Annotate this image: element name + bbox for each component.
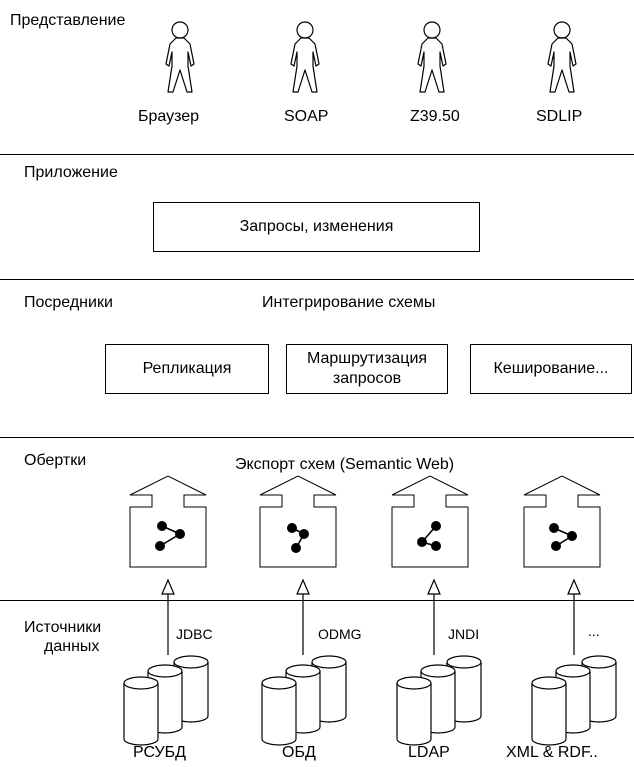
protocol-label-odmg: ODMG <box>318 626 362 642</box>
caching-label: Кеширование... <box>493 360 609 377</box>
database-cylinder-icon <box>123 655 209 746</box>
database-cylinder-icon <box>261 655 347 746</box>
db-label-odb: ОБД <box>282 744 316 761</box>
layer-title-application: Приложение <box>24 164 118 181</box>
actor-figure-icon <box>547 21 577 93</box>
actor-label-sdlip: SDLIP <box>536 108 583 125</box>
protocol-label-jdbc: JDBC <box>176 626 213 642</box>
up-arrow-icon <box>427 578 441 655</box>
layer-separator <box>0 279 634 280</box>
database-cylinder-icon <box>531 655 617 746</box>
replication-label: Репликация <box>142 360 232 377</box>
db-label-ldap: LDAP <box>408 744 450 761</box>
layer-separator <box>0 437 634 438</box>
database-cylinder-icon <box>396 655 482 746</box>
query-routing-label: Маршрутизация запросов <box>306 350 428 387</box>
requests-changes-label: Запросы, изменения <box>239 218 394 235</box>
layer-title-sources-line2: данных <box>44 638 100 655</box>
protocol-label-jndi: JNDI <box>448 626 480 642</box>
wrapper-icon <box>523 475 601 568</box>
actor-label-z3950: Z39.50 <box>410 108 460 125</box>
db-label-xml-rdf: XML & RDF.. <box>506 744 598 761</box>
up-arrow-icon <box>161 578 175 655</box>
actor-label-soap: SOAP <box>284 108 329 125</box>
layer-separator <box>0 154 634 155</box>
schema-export-label: Экспорт схем (Semantic Web) <box>235 456 455 473</box>
layer-separator <box>0 600 634 601</box>
schema-integration-label: Интегрирование схемы <box>262 294 436 311</box>
actor-figure-icon <box>417 21 447 93</box>
query-routing-box: Маршрутизация запросов <box>286 344 448 394</box>
wrapper-icon <box>391 475 469 568</box>
requests-changes-box: Запросы, изменения <box>153 202 480 252</box>
layer-title-wrappers: Обертки <box>24 452 87 469</box>
wrapper-icon <box>259 475 337 568</box>
caching-box: Кеширование... <box>470 344 632 394</box>
replication-box: Репликация <box>105 344 269 394</box>
actor-figure-icon <box>290 21 320 93</box>
protocol-label-more: ... <box>588 623 600 639</box>
layer-title-mediators: Посредники <box>24 294 113 311</box>
wrapper-icon <box>129 475 207 568</box>
actor-figure-icon <box>165 21 195 93</box>
db-label-rdbms: РСУБД <box>133 744 187 761</box>
actor-label-browser: Браузер <box>138 108 200 125</box>
up-arrow-icon <box>567 578 581 655</box>
layer-title-sources-line1: Источники <box>24 619 102 636</box>
up-arrow-icon <box>296 578 310 655</box>
layer-title-presentation: Представление <box>10 12 126 29</box>
